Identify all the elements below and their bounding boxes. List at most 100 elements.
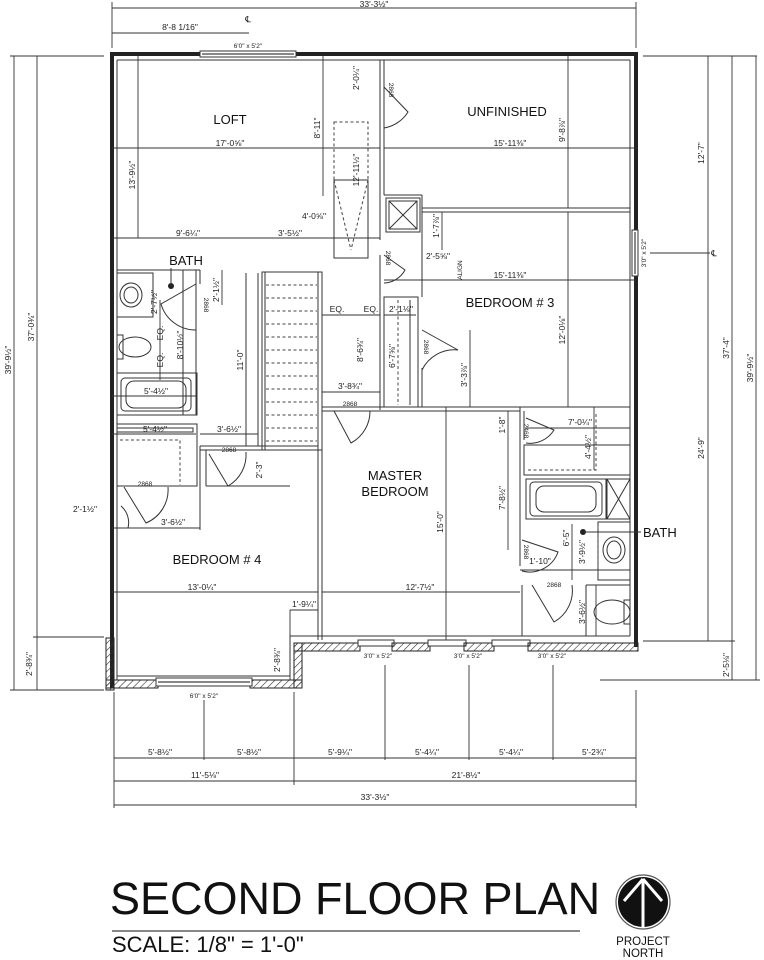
door-wc: 2868 [547,582,562,589]
door-bed3-hall: 2868 [384,251,391,266]
dim-eq-left: EQ. [330,304,345,314]
dim-bottom-right: 21'-8½" [452,770,481,780]
dim-stair-2-0: 2'-0¼" [351,66,361,90]
dim-unf-depth: 9'-8⅞" [557,118,567,142]
doors [120,86,573,623]
dim-bed4-2-1: 2'-1½" [73,504,97,514]
dim-stair-12-11: 12'-11½" [351,154,361,187]
north-arrow: PROJECT NORTH [614,873,672,960]
dim-tub: 5'-4½" [144,386,168,396]
dim-bottom-3: 5'-9¼" [328,747,352,757]
door-unfinished: 2868 [387,83,394,98]
dim-bed3-closet: 2'-1⅛" [389,304,413,314]
room-bath-hall: BATH [169,253,203,268]
dim-stair-11-0: 11'-0" [235,349,245,370]
plan-scale: SCALE: 1/8" = 1'-0" [112,932,304,957]
dim-bottom-4: 5'-4¼" [415,747,439,757]
dim-right-overall: 39'-9½" [745,354,755,383]
window-right-label: 3'0" x 5'2" [641,238,648,267]
dim-mbath-1-10: 1'-10" [529,556,551,566]
dim-right-37-4: 37'-4" [721,337,731,359]
window-bottom-1-label: 3'0" x 5'2" [364,653,393,660]
dim-bed4-width: 13'-0¼" [188,582,217,592]
dim-master-depth: 15'-0" [435,511,445,533]
room-master-line2: BEDROOM [361,484,428,499]
bottom-dimensions: 5'-8½" 5'-8½" 5'-9¼" 5'-4¼" 5'-4¼" 5'-2¾… [113,665,637,808]
room-bath-master: BATH [643,525,677,540]
dim-bed3-width: 15'-11⅜" [494,270,527,280]
dim-closet-5-4: 5'-4½" [143,424,167,434]
dim-mbath-1-8: 1'-8" [497,417,507,434]
dim-loft-8-11: 8'-11" [312,117,322,138]
dim-mbath-6-5: 6'-5" [561,530,571,547]
dim-hall-8-6: 8'-6¾" [355,338,365,362]
dim-bed3-depth: 12'-0⅛" [557,316,567,345]
dim-hall-3-6: 3'-6½" [217,424,241,434]
dim-master-width: 12'-7½" [406,582,435,592]
dim-hall-2-3: 2'-3" [254,462,264,479]
dim-bottom-2: 5'-8½" [237,747,261,757]
door-hall-closet: 2868 [222,447,237,454]
north-label-line2: NORTH [622,948,664,960]
dim-bottom-left: 11'-5⅛" [191,770,219,780]
dim-mcloset-4-4: 4'-4½" [583,435,593,459]
dim-bottom-6: 5'-2¾" [582,747,606,757]
dim-bath-eq2: EQ. [155,353,165,368]
dim-right-12-7: 12'-7" [696,142,706,164]
dim-hall-3-8: 3'-8¾" [338,381,362,391]
dim-bed4-1-9: 1'-9¼" [292,599,316,609]
room-master-line1: MASTER [368,468,422,483]
left-dimensions: 39'-9½" 37'-0¾" 2'-8¾" [3,55,104,691]
dim-right-2-5: 2'-5⅛" [721,653,731,677]
toilet-icon [593,599,631,625]
window-bottom-left-label: 6'0" x 5'2" [190,693,219,700]
door-bed3: 2868 [422,340,429,355]
door-master-closet: 2468 [522,424,529,439]
exterior-walls [105,50,639,691]
title-divider [112,930,580,932]
dim-bed3-2-5: 2'-5⅝" [426,251,450,261]
window-bottom-3-label: 3'0" x 5'2" [538,653,567,660]
dim-mbath-3-9: 3'-9½" [577,540,587,564]
door-window-labels: 2868 2868 2868 2868 2868 2868 2868 2468 … [138,83,648,700]
dim-bed3-1-7: 1'-7⅞" [431,214,441,238]
dim-bottom-5: 5'-4¼" [499,747,523,757]
plan-title: SECOND FLOOR PLAN [110,873,601,924]
door-master-entry: 2868 [343,401,358,408]
dim-bed3-closet-depth: 6'-7⅝" [387,344,397,368]
dim-bath-eq1: EQ. [155,326,165,341]
dim-mbath-3-6: 3'-6½" [577,600,587,624]
dim-bed4-2-8: 2'-8¾" [272,648,282,672]
fixtures [116,282,631,625]
toilet-icon [118,336,152,358]
dim-mbath-7-8: 7'-8½" [497,486,507,510]
dim-bath-8-10: 8'-10½" [175,331,185,360]
dim-bath-2-7: 2'-7½" [149,290,159,314]
room-unfinished: UNFINISHED [467,104,546,119]
dim-hall-9-6: 9'-6¼" [176,228,200,238]
dim-bath-2-1: 2'-1½" [211,278,221,302]
room-labels: LOFT UNFINISHED BATH BEDROOM # 3 MASTER … [169,104,677,567]
room-bedroom-3: BEDROOM # 3 [466,295,555,310]
dim-left-overall: 39'-9½" [3,346,13,375]
centerline-mark: ℄ [244,14,251,24]
north-arrow-icon [615,874,671,930]
dim-loft-width: 17'-0⅝" [216,138,245,148]
dim-left-37: 37'-0¾" [26,313,36,342]
dim-bottom-1: 5'-8½" [148,747,172,757]
right-dimensions: 12'-7" ℄ 37'-4" 24'-9" 39'-9½" 2'-5⅛" [600,55,760,681]
dim-left-2-8: 2'-8¾" [24,652,34,676]
window-bottom-2-label: 3'0" x 5'2" [454,653,483,660]
dim-hall-3-5: 3'-5½" [278,228,302,238]
interior-dimensions: 17'-0⅝" 13'-9½" 8'-11" 2'-0¼" 12'-11½" 4… [73,56,636,680]
dim-bed3-door: 3'-3⅞" [459,363,469,387]
dim-right-24-9: 24'-9" [696,437,706,459]
door-bath-hall: 2868 [202,298,209,313]
dim-bed4-3-6: 3'-6½" [161,517,185,527]
dim-stair-4-0: 4'-0⅝" [302,211,326,221]
dim-top-overall: 33'-3½" [360,0,389,9]
dim-unf-width: 15'-11⅜" [494,138,527,148]
sink-icon [119,282,143,308]
dim-mcloset-7-0: 7'-0¼" [568,417,592,427]
